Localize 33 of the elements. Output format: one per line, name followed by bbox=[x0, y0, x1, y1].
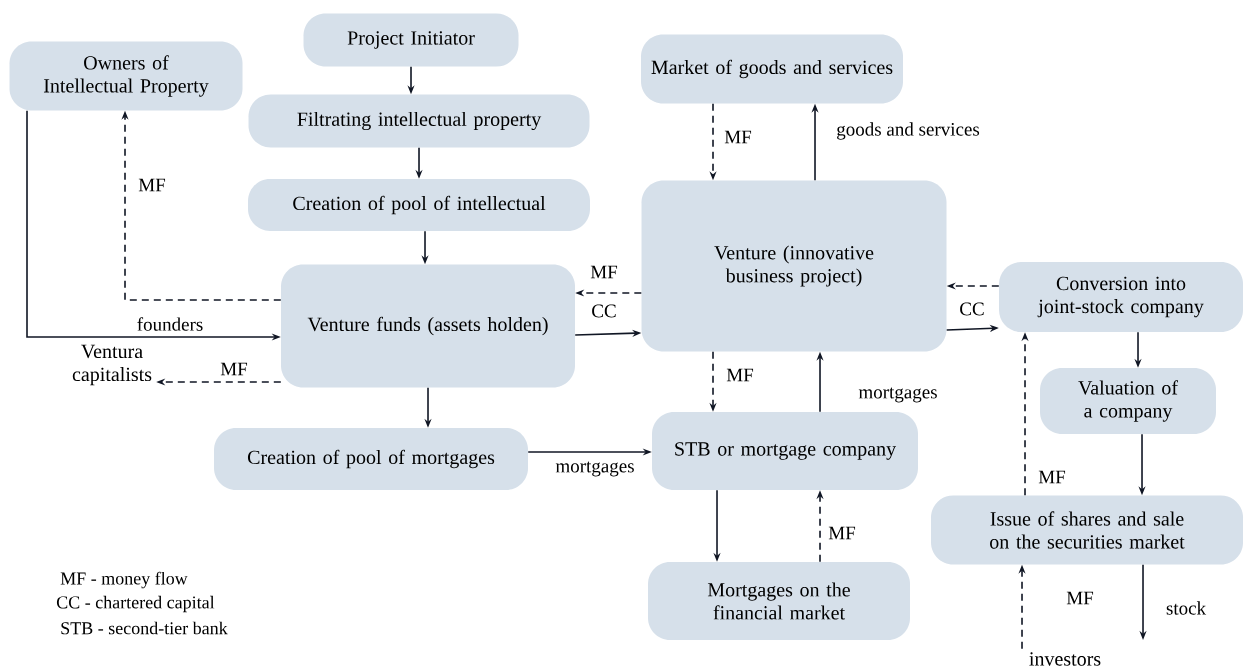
edge-label: MF bbox=[1037, 469, 1067, 485]
process-box: Venture funds (assets holden) bbox=[281, 264, 575, 388]
edge-label: CC bbox=[590, 303, 618, 319]
edge-label: mortgages bbox=[857, 386, 939, 404]
edge-label: MF bbox=[589, 264, 619, 280]
actor-label: investors bbox=[1029, 652, 1101, 666]
edge-label: MF bbox=[725, 367, 755, 383]
process-box: Filtrating intellectual property bbox=[248, 94, 590, 148]
edge-label: mortgages bbox=[554, 460, 636, 478]
edge-label: founders bbox=[135, 316, 205, 332]
edge-label: stock bbox=[1164, 600, 1208, 616]
legend-note: STB - second-tier bank bbox=[61, 621, 228, 635]
edge-label: MF bbox=[137, 177, 167, 193]
legend-note: CC - chartered capital bbox=[56, 595, 215, 613]
edge-label: MF bbox=[219, 361, 249, 377]
edge-label: MF bbox=[723, 129, 753, 145]
process-box: Venture (innovative business project) bbox=[641, 180, 947, 352]
process-box: Valuation of a company bbox=[1040, 368, 1216, 434]
edge-label: MF bbox=[1065, 590, 1095, 606]
legend-note: MF - money flow bbox=[60, 571, 188, 589]
process-box: Project Initiator bbox=[303, 13, 519, 67]
edge-label: CC bbox=[958, 301, 986, 317]
edge-label: MF bbox=[827, 525, 857, 541]
actor-label: Ventura capitalists bbox=[72, 344, 152, 386]
process-box: Market of goods and services bbox=[641, 34, 903, 104]
process-box: Creation of pool of intellectual bbox=[248, 179, 590, 231]
process-box: STB or mortgage company bbox=[652, 412, 918, 490]
process-box: Mortgages on the financial market bbox=[648, 562, 910, 640]
process-box: Issue of shares and sale on the securities market bbox=[931, 495, 1243, 565]
edge-label: goods and services bbox=[835, 121, 981, 141]
process-box: Owners of Intellectual Property bbox=[9, 41, 243, 111]
process-box: Conversion into joint-stock company bbox=[999, 262, 1243, 332]
process-box: Creation of pool of mortgages bbox=[214, 428, 528, 490]
